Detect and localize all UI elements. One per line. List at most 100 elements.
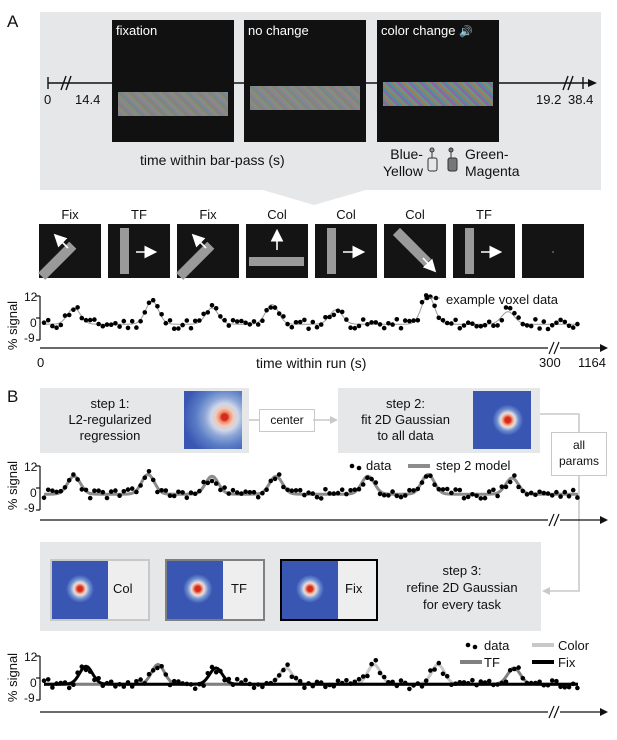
- data-point: [314, 494, 320, 500]
- data-point: [243, 677, 248, 683]
- plot-a-ytick-9: -9: [24, 331, 35, 345]
- data-point: [205, 671, 211, 676]
- data-point: [398, 494, 404, 500]
- data-point: [113, 684, 118, 689]
- data-point: [537, 489, 542, 495]
- legend-dot: [349, 463, 355, 469]
- data-point: [331, 491, 337, 496]
- stimulus-fixation-title: fixation: [116, 23, 158, 38]
- task-label-4: Col: [267, 207, 287, 222]
- data-point: [356, 486, 362, 492]
- data-point: [407, 487, 412, 493]
- data-point: [71, 307, 76, 313]
- axis-total-label: 38.4: [568, 92, 594, 107]
- data-point: [360, 482, 366, 487]
- data-point: [356, 323, 362, 329]
- task-thumb-5: [315, 224, 377, 278]
- data-point: [465, 494, 471, 500]
- data-point: [360, 674, 366, 679]
- data-point: [71, 472, 76, 477]
- data-point: [83, 487, 89, 493]
- data-point: [570, 681, 576, 687]
- data-point: [478, 496, 484, 501]
- response-blue-yellow: Blue- Yellow: [383, 146, 423, 180]
- data-point: [272, 305, 278, 310]
- data-point: [100, 489, 106, 495]
- data-point: [50, 488, 55, 494]
- data-point: [213, 481, 219, 486]
- data-point: [243, 320, 248, 326]
- data-point: [251, 319, 257, 324]
- data-point: [45, 317, 51, 323]
- data-point: [121, 489, 127, 494]
- data-point: [222, 317, 227, 323]
- data-point: [373, 658, 379, 663]
- data-point: [83, 667, 89, 673]
- data-point: [449, 682, 454, 687]
- task-label-1: Fix: [61, 207, 79, 222]
- task-prf-fix-map: [282, 561, 338, 619]
- data-point: [167, 682, 173, 688]
- panel-a-letter: A: [7, 12, 19, 31]
- data-point: [520, 321, 526, 327]
- data-point: [549, 323, 555, 328]
- data-point: [83, 317, 89, 323]
- data-point: [117, 682, 122, 687]
- data-point: [218, 314, 223, 319]
- data-point: [486, 489, 492, 494]
- data-point: [125, 325, 131, 331]
- data-point: [255, 494, 261, 500]
- axis-break: [548, 341, 555, 355]
- data-point: [461, 495, 467, 501]
- stimulus-no-change-title: no change: [248, 23, 309, 38]
- task-label-6: Col: [405, 207, 425, 222]
- data-point: [423, 474, 429, 479]
- data-point: [289, 324, 295, 330]
- data-point: [495, 323, 500, 328]
- data-point: [554, 320, 559, 326]
- data-point: [533, 680, 538, 686]
- data-point: [239, 318, 244, 324]
- data-point: [318, 680, 324, 685]
- data-point: [62, 485, 68, 490]
- data-point: [58, 322, 64, 328]
- data-point: [197, 681, 202, 687]
- data-point: [478, 679, 484, 684]
- task-thumb-7: [453, 224, 515, 278]
- data-point: [398, 678, 404, 683]
- data-point: [163, 672, 169, 677]
- data-point: [213, 669, 219, 675]
- response-green-label: Green-: [465, 146, 509, 162]
- data-point: [226, 323, 232, 328]
- data-point: [209, 664, 215, 670]
- data-point: [281, 484, 286, 490]
- data-point: [516, 484, 521, 490]
- data-point: [575, 321, 580, 327]
- legend-dot: [433, 295, 439, 301]
- data-point: [171, 326, 177, 332]
- data-point: [75, 305, 80, 310]
- step2-line1: step 2:: [385, 396, 426, 411]
- data-point: [512, 473, 517, 478]
- data-point: [335, 678, 341, 684]
- task-prf-tf-label: TF: [231, 581, 247, 596]
- axis-break: [548, 705, 555, 719]
- data-point: [75, 670, 80, 675]
- data-point: [247, 490, 253, 495]
- data-point: [230, 318, 236, 323]
- data-point: [491, 323, 496, 329]
- data-point: [255, 682, 261, 687]
- data-point: [209, 478, 215, 484]
- data-point: [41, 495, 47, 501]
- data-point: [264, 487, 269, 493]
- data-point: [71, 682, 76, 687]
- data-point: [260, 318, 265, 324]
- data-point: [239, 491, 244, 496]
- data-point: [180, 322, 185, 328]
- data-point: [386, 680, 391, 685]
- data-point: [192, 686, 198, 691]
- data-point: [507, 479, 513, 485]
- data-point: [100, 323, 106, 329]
